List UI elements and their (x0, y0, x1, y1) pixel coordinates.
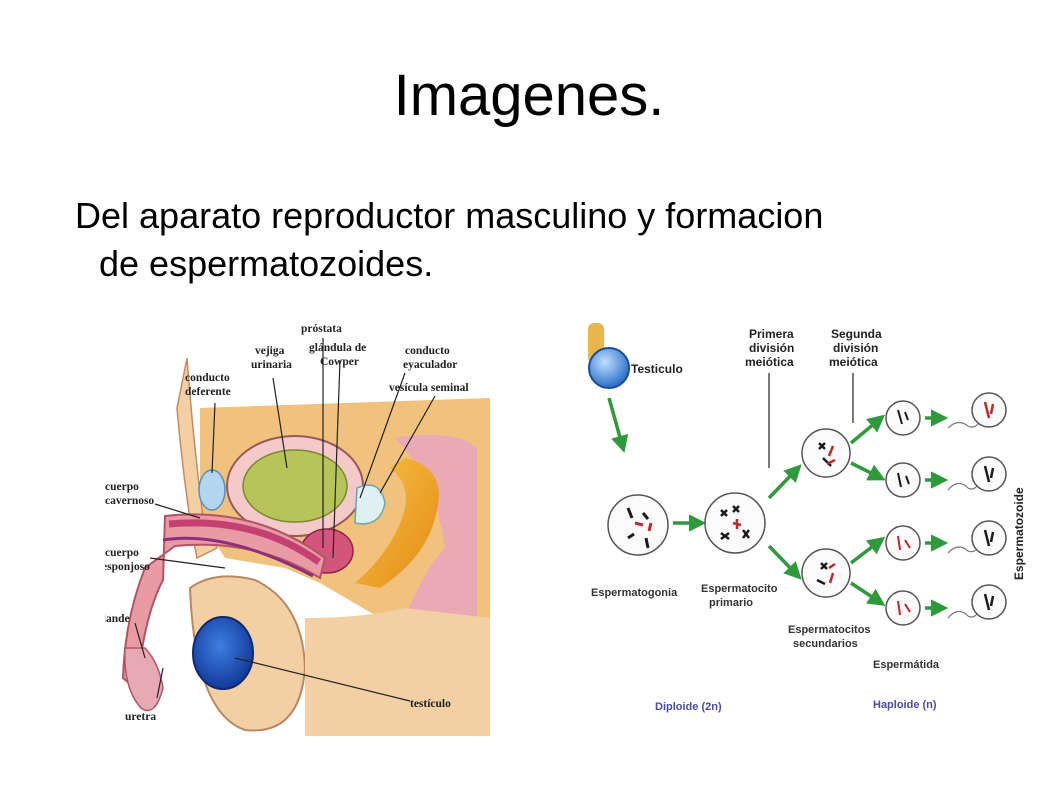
label-cavernoso-1: cuerpo (105, 481, 139, 493)
label-testiculo-meiosis: Testiculo (631, 362, 683, 376)
label-primera-1: Primera (749, 327, 794, 341)
label-vejiga-1: vejiga (255, 345, 285, 357)
label-diploide: Diploide (2n) (655, 701, 722, 713)
label-glandula-1: glándula de (309, 342, 366, 354)
glans (124, 647, 164, 712)
vas-deferens-bulb (198, 469, 226, 511)
label-haploide: Haploide (n) (873, 699, 937, 711)
label-vejiga-2: urinaria (251, 359, 292, 371)
cell-espermatida-1 (885, 400, 921, 436)
label-espermatogonia: Espermatogonia (591, 587, 678, 599)
label-prostata: próstata (301, 323, 342, 335)
label-segunda-3: meiótica (829, 355, 878, 369)
testis-icon (588, 347, 630, 389)
label-espermatida: Espermátida (873, 659, 940, 671)
anatomy-diagram: próstata glándula de Cowper vejiga urina… (105, 323, 490, 736)
label-secundarios-2: secundarios (793, 638, 858, 650)
label-conducto-eyaculador-1: conducto (405, 345, 450, 357)
label-espermatocito-2: primario (709, 597, 753, 609)
label-uretra: uretra (125, 711, 156, 723)
label-conducto-deferente-1: conducto (185, 372, 230, 384)
testis (192, 616, 254, 690)
cell-espermatida-2 (885, 462, 921, 498)
subtitle-line-2: de espermatozoides. (99, 243, 434, 284)
label-glande: glande (105, 613, 130, 625)
rectum (355, 458, 439, 588)
label-espermatocito-1: Espermatocito (701, 583, 778, 595)
label-primera-2: división (749, 341, 794, 355)
sperm-3 (971, 520, 1007, 556)
label-conducto-eyaculador-2: eyaculador (403, 359, 457, 371)
label-espermatozoide: Espermatozoide (1012, 487, 1026, 580)
seminal-vesicle (354, 484, 386, 525)
label-cavernoso-2: cavernoso (105, 495, 154, 507)
label-segunda-2: división (833, 341, 878, 355)
perineum (305, 608, 490, 736)
label-testiculo: testículo (410, 698, 451, 710)
bladder-inner (242, 449, 348, 523)
cell-espermatida-3 (885, 525, 921, 561)
label-esponjoso-1: cuerpo (105, 547, 139, 559)
slide-subtitle: Del aparato reproductor masculino y form… (75, 192, 995, 288)
label-esponjoso-2: esponjoso (105, 561, 150, 573)
slide-title: Imagenes. (393, 63, 665, 128)
cell-espermatida-4 (885, 590, 921, 626)
sperm-2 (971, 456, 1007, 492)
sperm-4 (971, 584, 1007, 620)
meiosis-diagram: Testiculo Primera división meiótica Segu… (588, 323, 1026, 713)
cell-espermatocito-secundario-1 (801, 428, 851, 478)
corpus-cavernosum (168, 519, 322, 565)
label-segunda-1: Segunda (831, 327, 882, 341)
label-glandula-2: Cowper (320, 356, 359, 368)
label-secundarios-1: Espermatocitos (788, 624, 871, 636)
sperm-1 (971, 392, 1007, 428)
subtitle-line-1: Del aparato reproductor masculino y form… (75, 195, 824, 236)
abdomen-skin (176, 357, 218, 560)
label-primera-3: meiótica (745, 355, 794, 369)
cell-espermatocito-secundario-2 (801, 548, 851, 598)
back-tissue (395, 434, 477, 618)
label-conducto-deferente-2: deferente (185, 386, 231, 398)
urethra-tube (162, 536, 314, 578)
label-vesicula-seminal: vesícula seminal (389, 382, 469, 394)
